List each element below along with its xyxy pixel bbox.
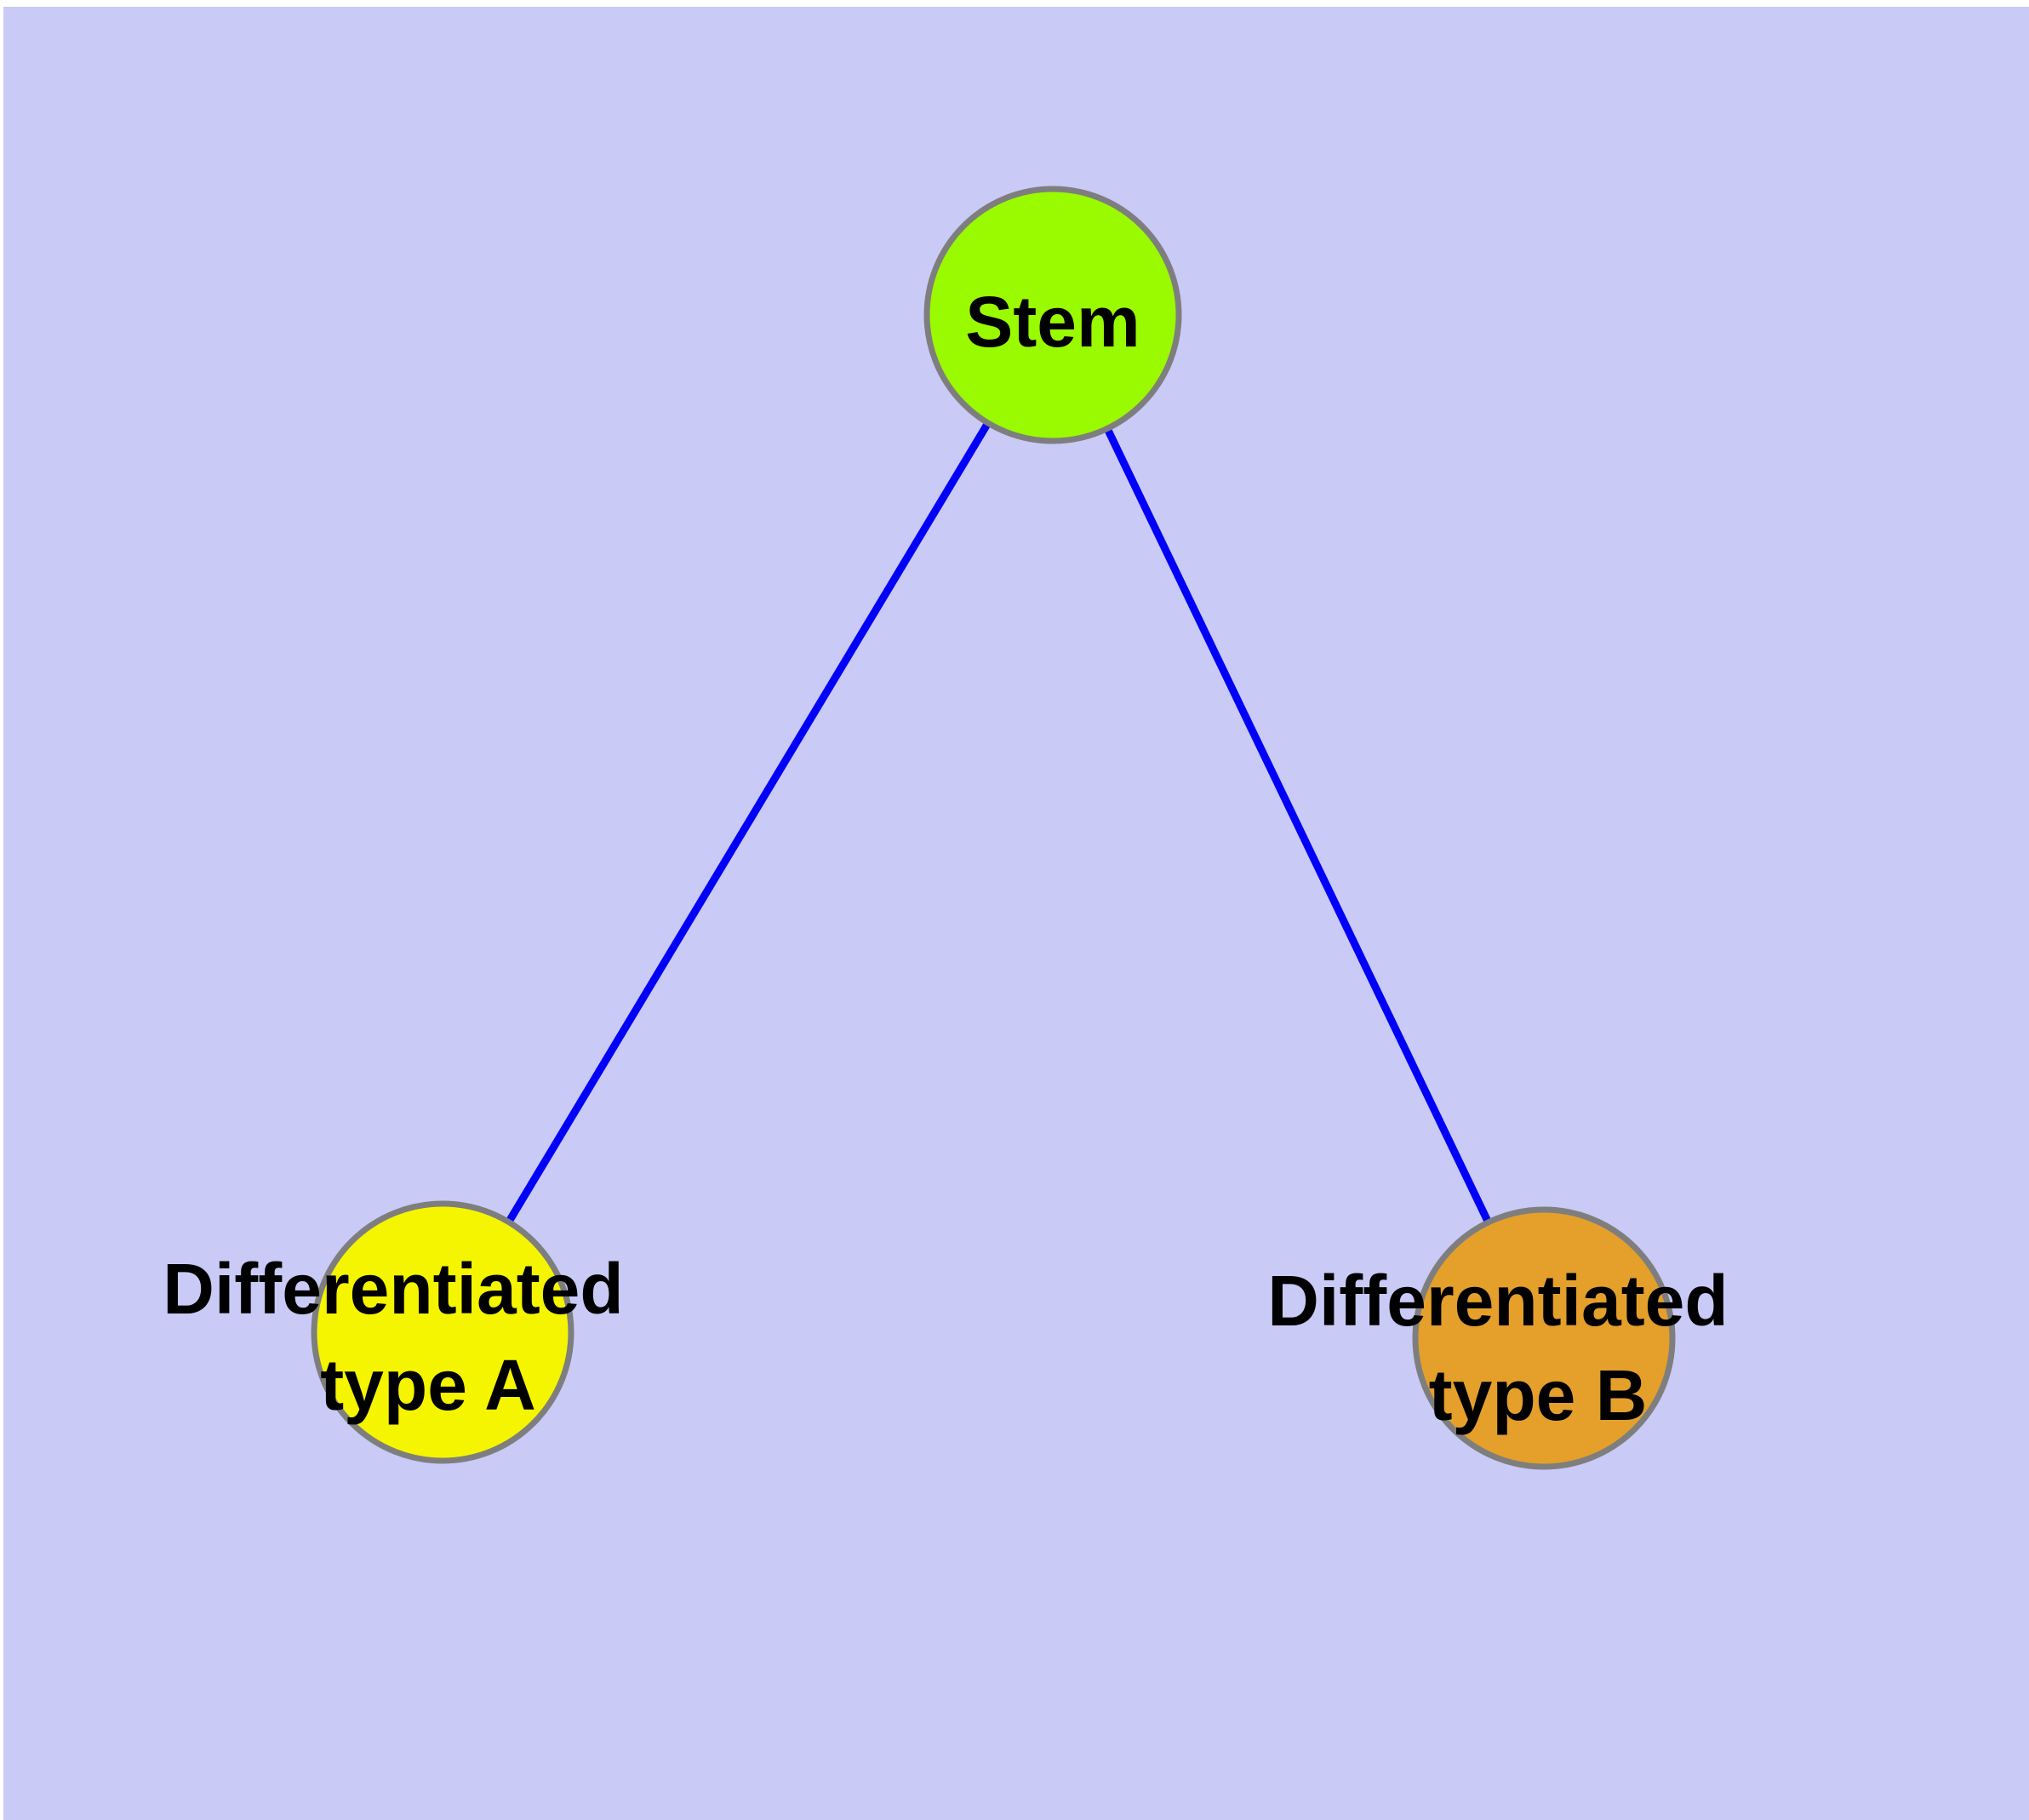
edge-stem-to-type-a — [439, 312, 1056, 1335]
node-differentiated-type-b — [1412, 1206, 1676, 1470]
node-type-a-label-line1: Differentiated — [163, 1249, 623, 1329]
node-stem-label: Stem — [965, 282, 1140, 362]
node-differentiated-type-a — [311, 1200, 574, 1464]
edge-stem-to-type-b — [1049, 313, 1548, 1340]
node-type-a-label-line2: type A — [320, 1345, 536, 1425]
node-type-b-label-line2: type B — [1429, 1355, 1648, 1435]
node-stem — [923, 186, 1182, 444]
node-type-b-label-line1: Differentiated — [1267, 1261, 1728, 1341]
